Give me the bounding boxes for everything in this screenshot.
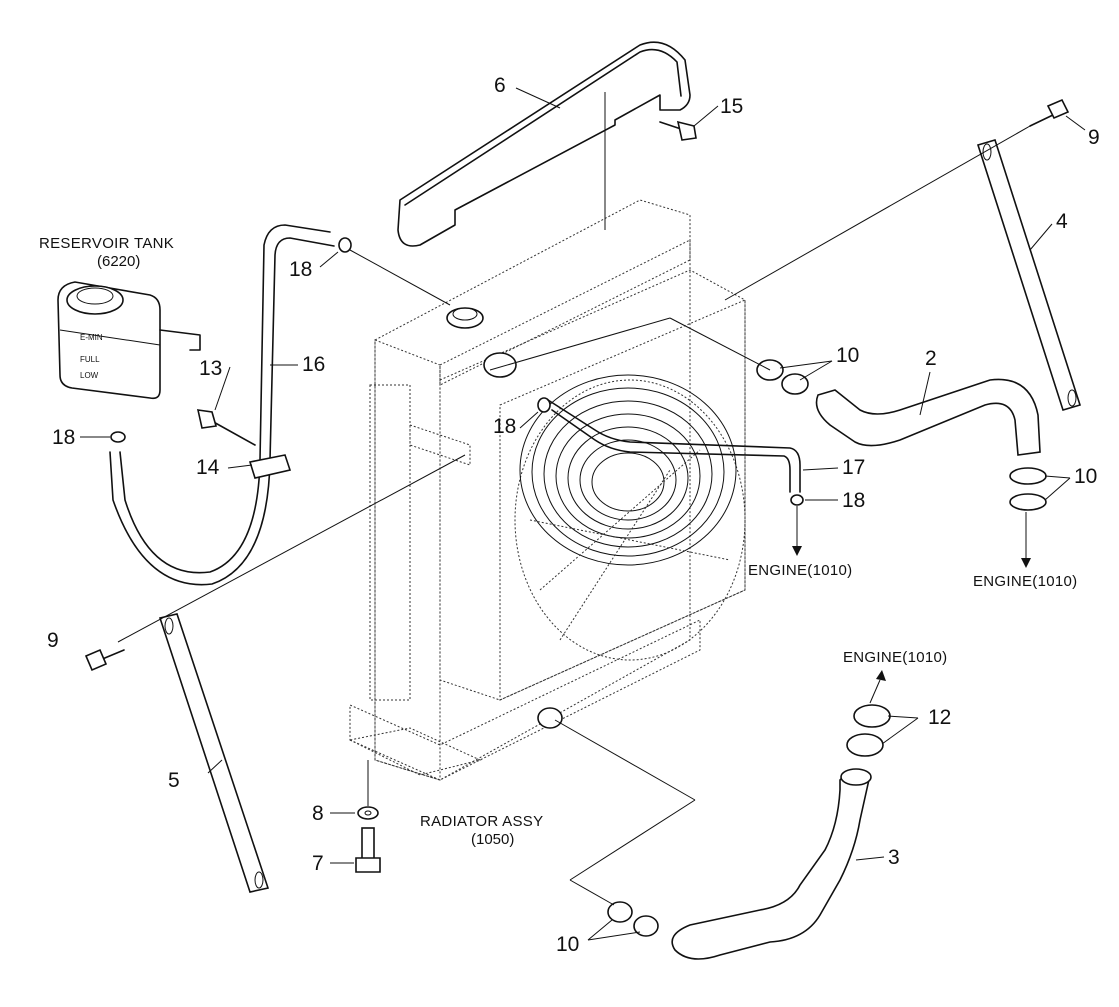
callout-10-b: 10 bbox=[1074, 465, 1098, 488]
callout-18-a: 18 bbox=[289, 258, 313, 281]
hose-clamp-part-10-e bbox=[607, 901, 633, 923]
callout-18-c: 18 bbox=[493, 415, 517, 438]
grommet-part-18-c bbox=[537, 397, 551, 413]
bolt-part-13 bbox=[196, 409, 256, 446]
bolt-part-15 bbox=[659, 120, 697, 141]
grommet-part-18-b bbox=[110, 431, 126, 443]
callout-15: 15 bbox=[720, 95, 744, 118]
radiator-assembly bbox=[348, 199, 746, 781]
radiator-assy-code: (1050) bbox=[471, 831, 515, 848]
callout-4: 4 bbox=[1056, 210, 1068, 233]
reservoir-tank-label: RESERVOIR TANK bbox=[39, 235, 175, 252]
callout-5: 5 bbox=[168, 769, 180, 792]
bolt-part-9-top bbox=[1029, 98, 1070, 127]
hose-clamp-part-12-a bbox=[853, 704, 891, 728]
engine-ref-right: ENGINE(1010) bbox=[973, 573, 1078, 590]
reservoir-tank-code: (6220) bbox=[97, 253, 141, 270]
bolt-part-9-left bbox=[84, 648, 125, 672]
stay-rod-part-4 bbox=[976, 139, 1082, 411]
engine-arrow-lower bbox=[869, 670, 886, 704]
reservoir-tank: E-MIN FULL LOW bbox=[57, 281, 201, 400]
engine-ref-left: ENGINE(1010) bbox=[748, 562, 853, 579]
engine-ref-lower: ENGINE(1010) bbox=[843, 649, 948, 666]
callout-17: 17 bbox=[842, 456, 866, 479]
callout-18-d: 18 bbox=[842, 489, 866, 512]
callout-8: 8 bbox=[312, 802, 324, 825]
callout-7: 7 bbox=[312, 852, 324, 875]
vent-pipe-part-17 bbox=[547, 399, 801, 493]
tank-marking-lower: LOW bbox=[80, 371, 99, 380]
callout-9-left: 9 bbox=[47, 629, 59, 652]
callout-9-top: 9 bbox=[1088, 126, 1100, 149]
tank-marking-middle: FULL bbox=[80, 355, 100, 364]
leader-lines bbox=[80, 87, 1086, 941]
top-cover-part-6 bbox=[397, 41, 691, 247]
callout-18-b: 18 bbox=[52, 426, 76, 449]
grommet-part-18-d bbox=[790, 494, 804, 506]
callout-10-c: 10 bbox=[556, 933, 580, 956]
callout-2: 2 bbox=[925, 347, 937, 370]
hose-clamp-part-12-b bbox=[846, 733, 884, 757]
callout-13: 13 bbox=[199, 357, 223, 380]
callout-16: 16 bbox=[302, 353, 326, 376]
overflow-hose-part-16 bbox=[109, 224, 335, 586]
callout-10-a: 10 bbox=[836, 344, 860, 367]
engine-arrow-left bbox=[792, 506, 802, 556]
engine-arrow-right bbox=[1021, 512, 1031, 568]
upper-hose-part-2 bbox=[815, 378, 1041, 456]
hose-clamp-part-10-c bbox=[1009, 467, 1047, 485]
radiator-assy-label: RADIATOR ASSY bbox=[420, 813, 544, 830]
grommet-part-18-a bbox=[338, 237, 352, 253]
lower-hose-part-3 bbox=[671, 768, 872, 960]
hose-clamp-part-10-f bbox=[633, 915, 659, 937]
callout-6: 6 bbox=[494, 74, 506, 97]
callout-12: 12 bbox=[928, 706, 952, 729]
bolt-part-7 bbox=[355, 827, 381, 873]
stay-rod-part-5 bbox=[158, 613, 270, 893]
callout-14: 14 bbox=[196, 456, 220, 479]
callout-3: 3 bbox=[888, 846, 900, 869]
clamp-part-14 bbox=[248, 454, 292, 479]
tank-marking-upper: E-MIN bbox=[80, 333, 103, 342]
washer-part-8 bbox=[357, 806, 379, 820]
hose-clamp-part-10-d bbox=[1009, 493, 1047, 511]
